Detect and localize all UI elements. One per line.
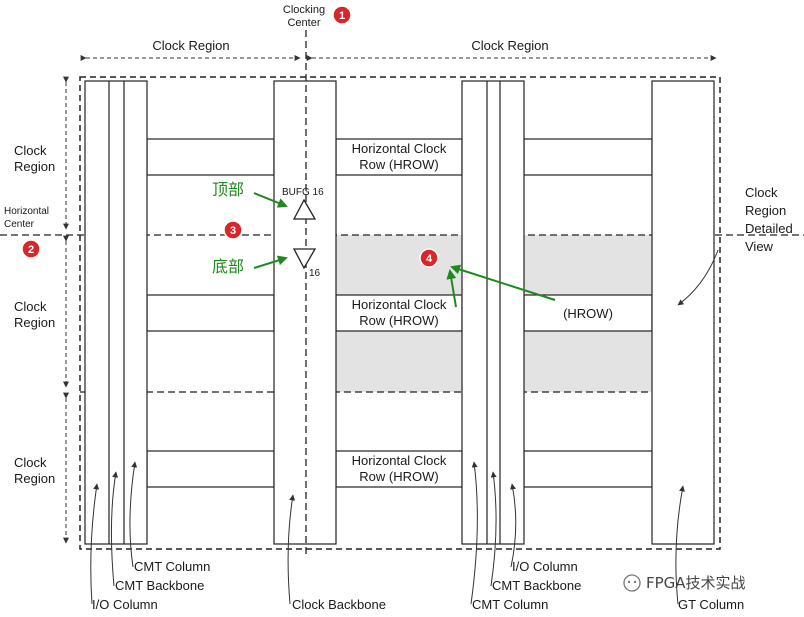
hrow-bands: [146, 138, 653, 488]
green-arrow-hrow-middle: [446, 269, 457, 308]
badge-4: 4: [419, 248, 439, 268]
detail-label-2: Region: [745, 203, 786, 218]
gt-column-label: GT Column: [678, 597, 744, 612]
badge-1: 1: [332, 5, 352, 25]
cmt-column-right-label: CMT Column: [472, 597, 548, 612]
hrow-middle-label-2: Row (HROW): [359, 313, 438, 328]
badge-3: 3: [223, 220, 243, 240]
clocking-center-label: Clocking: [283, 4, 325, 16]
green-arrow-hrow-right: [450, 264, 556, 301]
region-bottom-label-2: Region: [14, 471, 55, 486]
detail-label-1: Clock: [745, 185, 778, 200]
bufg-bottom-label: 16: [309, 268, 321, 279]
green-arrow-bottom: [253, 255, 288, 269]
wechat-icon: [623, 574, 641, 592]
hrow-top-label-1: Horizontal Clock: [352, 141, 447, 156]
bottom-annotation-cn: 底部: [212, 257, 244, 276]
svg-text:2: 2: [28, 244, 34, 256]
clocking-center-label-2: Center: [287, 17, 320, 29]
io-column-right-label: I/O Column: [512, 559, 578, 574]
svg-text:1: 1: [339, 10, 345, 22]
cmt-column-left-label: CMT Column: [134, 559, 210, 574]
bufg-top-label: BUFG 16: [282, 187, 324, 198]
cmt-backbone-left-label: CMT Backbone: [115, 578, 204, 593]
io-column-left-label: I/O Column: [92, 597, 158, 612]
hrow-bottom-label-2: Row (HROW): [359, 469, 438, 484]
region-middle-label-2: Region: [14, 315, 55, 330]
region-top-label-2: Region: [14, 159, 55, 174]
cmt-backbone-right-label: CMT Backbone: [492, 578, 581, 593]
hrow-middle-label-1: Horizontal Clock: [352, 297, 447, 312]
hrow-bottom-label-1: Horizontal Clock: [352, 453, 447, 468]
green-arrow-top: [253, 192, 288, 208]
horizontal-center-label-2: Center: [4, 219, 35, 230]
detail-view-pointer: [677, 249, 719, 306]
device-boundary: [79, 76, 721, 550]
region-middle-label-1: Clock: [14, 299, 47, 314]
detail-label-3: Detailed: [745, 221, 793, 236]
clock-backbone-label: Clock Backbone: [292, 597, 386, 612]
hrow-top-label-2: Row (HROW): [359, 157, 438, 172]
bufg-top-triangle: [292, 198, 317, 220]
bufg-bottom-triangle: [292, 248, 317, 270]
watermark-text: FPGA技术实战: [646, 574, 746, 592]
detail-label-4: View: [745, 239, 774, 254]
svg-text:4: 4: [426, 253, 433, 265]
region-bottom-label-1: Clock: [14, 455, 47, 470]
badge-2: 2: [21, 239, 41, 259]
svg-text:3: 3: [230, 225, 236, 237]
clock-region-label-right: Clock Region: [471, 38, 548, 53]
region-top-label-1: Clock: [14, 143, 47, 158]
clock-region-label-left: Clock Region: [152, 38, 229, 53]
top-annotation-cn: 顶部: [212, 180, 244, 199]
bottom-callouts: [90, 461, 685, 605]
hrow-right-label: (HROW): [563, 306, 613, 321]
horizontal-center-label-1: Horizontal: [4, 206, 49, 217]
watermark: FPGA技术实战: [623, 574, 746, 592]
